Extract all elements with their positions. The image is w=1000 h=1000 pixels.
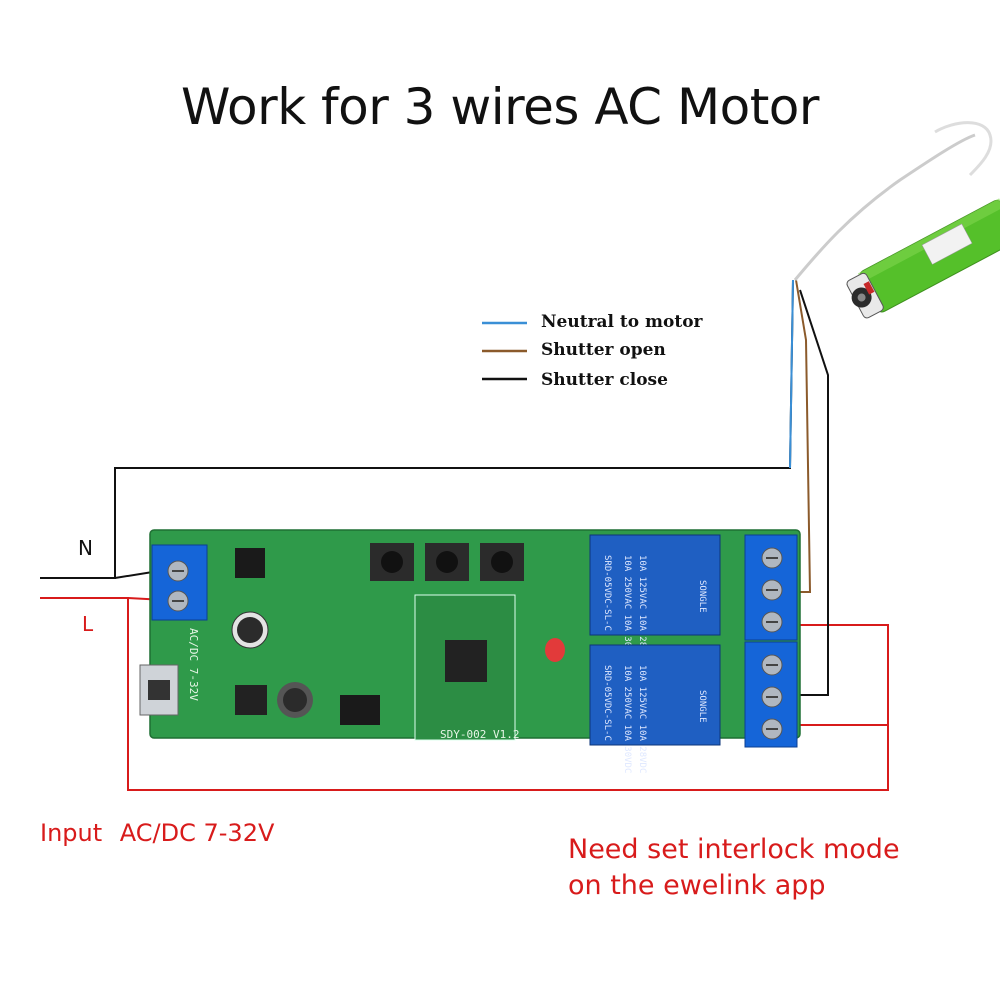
- power-silk-label: AC/DC 7-32V: [187, 628, 200, 701]
- svg-text:10A 250VAC 10A 30VDC: 10A 250VAC 10A 30VDC: [622, 555, 632, 663]
- wires: [40, 279, 889, 791]
- interlock-note: Need set interlock mode on the ewelink a…: [568, 832, 900, 904]
- relay-bottom: SRD-05VDC-SL-C 10A 250VAC 10A 30VDC 10A …: [589, 644, 721, 773]
- svg-text:10A 125VAC 10A 28VDC: 10A 125VAC 10A 28VDC: [637, 665, 647, 773]
- output-terminal-top: [744, 534, 798, 641]
- status-led: [545, 638, 565, 662]
- interlock-note-line1: Need set interlock mode: [568, 834, 900, 865]
- relay-top: SRD-05VDC-SL-C 10A 250VAC 10A 30VDC 10A …: [589, 534, 721, 663]
- svg-text:SONGLE: SONGLE: [697, 580, 707, 613]
- legend-open-label: Shutter open: [541, 340, 666, 360]
- svg-text:SRD-05VDC-SL-C: SRD-05VDC-SL-C: [602, 665, 612, 741]
- interlock-note-line2: on the ewelink app: [568, 870, 826, 901]
- neutral-to-motor-wire: [789, 279, 794, 469]
- svg-text:10A 125VAC 10A 28VDC: 10A 125VAC 10A 28VDC: [637, 555, 647, 663]
- module-silk-label: SDY-002 V1.2: [440, 728, 519, 741]
- input-label: Input AC/DC 7-32V: [40, 815, 274, 851]
- tubular-motor: [793, 121, 1000, 319]
- output-terminal-bottom: [744, 641, 798, 748]
- tact-buttons: [370, 543, 524, 581]
- shutter-close-wire: [795, 289, 829, 696]
- shutter-open-wire: [795, 279, 812, 593]
- neutral-terminal-label: N: [78, 536, 93, 560]
- live-terminal-label: L: [82, 612, 94, 636]
- legend-close-label: Shutter close: [541, 370, 668, 390]
- svg-text:10A 250VAC 10A 30VDC: 10A 250VAC 10A 30VDC: [622, 665, 632, 773]
- live-wire: [40, 597, 889, 791]
- com-link-wire: [795, 624, 889, 725]
- diagram-title: Work for 3 wires AC Motor: [181, 78, 819, 136]
- input-label-prefix: Input: [40, 819, 103, 847]
- relay-board: AC/DC 7-32V SDY-002 V1.2 SRD-05VDC-SL-C …: [139, 529, 801, 773]
- svg-text:SONGLE: SONGLE: [697, 690, 707, 723]
- input-voltage-value: AC/DC 7-32V: [119, 819, 275, 847]
- legend-neutral-label: Neutral to motor: [541, 312, 703, 332]
- svg-text:SRD-05VDC-SL-C: SRD-05VDC-SL-C: [602, 555, 612, 631]
